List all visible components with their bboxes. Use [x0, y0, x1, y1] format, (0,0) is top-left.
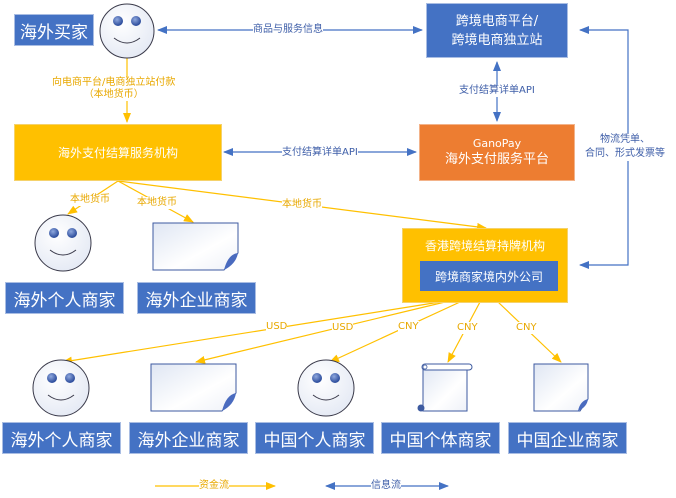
label-local-currency-3: 本地货币 — [282, 199, 322, 211]
label-platform-ganopay: 支付结算详单API — [459, 85, 535, 97]
label-buyer-payment: 向电商平台/电商独立站付款 （本地货币） — [52, 77, 176, 101]
node-label: 海外买家 — [20, 22, 88, 43]
node-china-enterprise: 中国企业商家 — [508, 422, 627, 454]
label-local-currency-1: 本地货币 — [70, 194, 110, 206]
edge-usd-2 — [195, 301, 446, 364]
label-cny-1: CNY — [398, 321, 419, 333]
node-china-individual: 中国个人商家 — [255, 422, 374, 454]
label-line2: （本地货币） — [83, 89, 144, 100]
node-hk-institution: 香港跨境结算持牌机构 跨境商家境内外公司 — [402, 228, 568, 303]
node-label: 海外企业商家 — [137, 430, 240, 451]
label-cny-3: CNY — [516, 322, 537, 334]
document-icon-lower-enterprise — [150, 363, 237, 412]
label-buyer-platform: 商品与服务信息 — [253, 24, 323, 36]
node-overseas-buyer: 海外买家 — [14, 14, 94, 46]
node-hk-inner-company: 跨境商家境内外公司 — [420, 261, 558, 291]
smiley-icon-lower-individual — [32, 359, 90, 417]
edge-cny-1 — [329, 301, 461, 363]
ganopay-subtitle: 海外支付服务平台 — [444, 152, 549, 167]
node-label: 跨境商家境内外公司 — [434, 269, 543, 284]
legend-info-flow: 信息流 — [371, 480, 401, 492]
label-cny-2: CNY — [457, 322, 478, 334]
node-lower-overseas-individual: 海外个人商家 — [2, 422, 121, 454]
node-overseas-payment-institution: 海外支付结算服务机构 — [14, 124, 222, 181]
label-institution-ganopay: 支付结算详单API — [282, 147, 358, 159]
smiley-icon-buyer — [99, 3, 155, 59]
ganopay-brand: GanoPay — [472, 137, 522, 150]
node-ganopay: GanoPay 海外支付服务平台 — [419, 124, 575, 181]
node-ecommerce-platform: 跨境电商平台/ 跨境电商独立站 — [426, 3, 568, 58]
edge-usd-1 — [62, 301, 441, 365]
node-label-line2: 跨境电商独立站 — [451, 32, 543, 48]
node-label: 海外个人商家 — [10, 430, 113, 451]
document-icon-china-enterprise — [533, 363, 589, 412]
node-upper-overseas-individual: 海外个人商家 — [5, 282, 124, 314]
label-usd-1: USD — [266, 321, 288, 333]
hk-institution-title: 香港跨境结算持牌机构 — [424, 239, 545, 253]
node-label: 中国企业商家 — [516, 430, 619, 451]
node-china-sole-proprietor: 中国个体商家 — [381, 422, 500, 454]
label-local-currency-2: 本地货币 — [137, 197, 177, 209]
document-icon-upper-enterprise — [152, 222, 239, 271]
node-label: 中国个体商家 — [389, 430, 492, 451]
node-label: 海外个人商家 — [13, 290, 116, 311]
label-usd-2: USD — [332, 322, 354, 334]
label-line1: 物流凭单、 — [600, 134, 650, 145]
node-label: 海外支付结算服务机构 — [57, 146, 178, 160]
label-line1: 向电商平台/电商独立站付款 — [52, 77, 176, 88]
label-logistics: 物流凭单、 合同、形式发票等 — [585, 133, 665, 161]
legend-money-flow: 资金流 — [199, 480, 229, 492]
node-upper-overseas-enterprise: 海外企业商家 — [137, 282, 256, 314]
smiley-icon-upper-individual — [34, 214, 92, 272]
node-label-line1: 跨境电商平台/ — [455, 13, 539, 29]
node-lower-overseas-enterprise: 海外企业商家 — [129, 422, 248, 454]
label-line2: 合同、形式发票等 — [585, 148, 665, 159]
node-label: 中国个人商家 — [263, 430, 366, 451]
smiley-icon-china-individual — [297, 359, 355, 417]
scroll-icon-china-sole-proprietor — [417, 363, 473, 412]
node-label: 海外企业商家 — [145, 290, 248, 311]
